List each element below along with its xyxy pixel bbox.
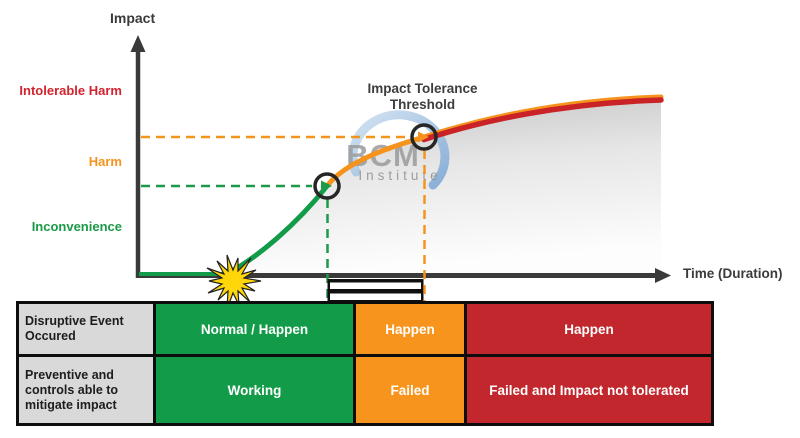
level-label-harm: Harm: [88, 154, 122, 169]
green-threshold-arrow-icon: [321, 180, 332, 192]
impact-tolerance-threshold-label: Impact Tolerance Threshold: [345, 81, 500, 113]
intolerable-curve-red: [421, 97, 664, 143]
orange-threshold-arrow-icon: [418, 131, 429, 143]
bcm-logo-swoosh-icon: [348, 110, 450, 190]
disruptive-event-starburst-icon: [206, 254, 262, 310]
cell-event-happen-red: Happen: [464, 301, 714, 357]
transition-marker-harm: [313, 172, 341, 200]
x-axis-arrow-icon: [655, 268, 671, 283]
row-header-disruptive-event: Disruptive Event Occured: [16, 301, 156, 357]
masked-timespan-stripe: [330, 282, 421, 289]
threshold-label-line2: Threshold: [389, 96, 456, 112]
table-row-preventive-controls: Preventive and controls able to mitigate…: [16, 354, 714, 426]
level-label-inconvenience: Inconvenience: [31, 219, 122, 234]
watermark-institute-text: Institute: [358, 168, 441, 183]
impact-area-fill: [228, 96, 661, 273]
x-axis-label: Time (Duration): [683, 266, 783, 281]
masked-timespan-stripe: [330, 293, 421, 300]
y-axis-arrow-icon: [130, 35, 146, 52]
cell-controls-failed-not-tolerated: Failed and Impact not tolerated: [464, 354, 714, 426]
table-row-disruptive-event: Disruptive Event Occured Normal / Happen…: [16, 301, 714, 357]
threshold-label-line1: Impact Tolerance: [367, 81, 478, 96]
cell-controls-working: Working: [153, 354, 356, 426]
y-axis-label: Impact: [110, 10, 156, 26]
event-status-table: Disruptive Event Occured Normal / Happen…: [16, 301, 714, 426]
row-header-preventive-controls: Preventive and controls able to mitigate…: [16, 354, 156, 426]
cell-controls-failed: Failed: [353, 354, 467, 426]
white-mask-patch: [300, 116, 319, 127]
transition-marker-intolerable: [410, 123, 438, 151]
level-label-intolerable-harm: Intolerable Harm: [19, 83, 122, 98]
white-mask-patch: [316, 113, 354, 131]
cell-event-happen-orange: Happen: [353, 301, 467, 357]
cell-event-normal: Normal / Happen: [153, 301, 356, 357]
